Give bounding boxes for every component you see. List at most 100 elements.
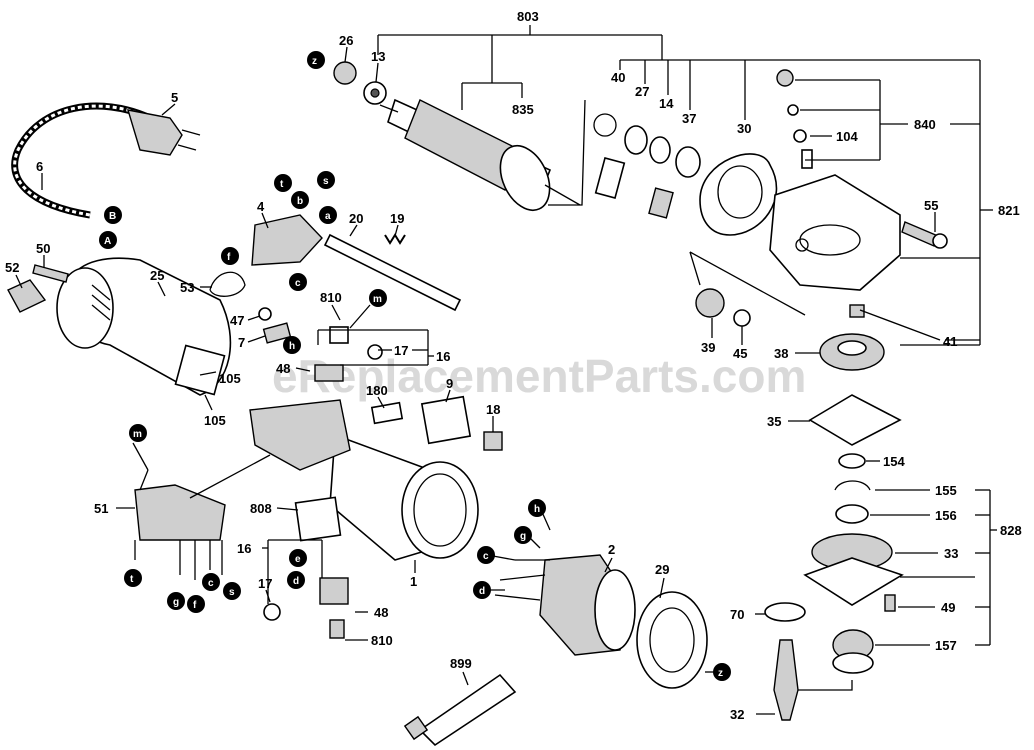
svg-text:g: g: [173, 597, 179, 608]
part-label-810-top: 810: [320, 290, 342, 305]
svg-text:e: e: [295, 554, 301, 565]
part-label-27: 27: [635, 84, 649, 99]
power-cord: [11, 102, 152, 219]
bearing-27: [624, 125, 648, 155]
svg-text:f: f: [193, 600, 197, 611]
part-label-48-bottom: 48: [374, 605, 388, 620]
part-label-52: 52: [5, 260, 19, 275]
spindle-32: [773, 639, 799, 721]
washer-70: [764, 602, 806, 622]
part-label-13: 13: [371, 49, 385, 64]
marker-t-left: t: [124, 569, 142, 587]
part-label-17-top: 17: [394, 343, 408, 358]
bearing-37: [675, 146, 701, 178]
spring-19: [384, 233, 406, 245]
screw-50: [32, 264, 69, 283]
watermark-text: eReplacementParts.com: [272, 350, 806, 402]
screw-55: [901, 221, 939, 247]
lever-20: [323, 233, 462, 312]
part-label-48-top: 48: [276, 361, 290, 376]
marker-d-left: d: [287, 571, 305, 589]
part-label-49: 49: [941, 600, 955, 615]
marker-s-left: s: [223, 582, 241, 600]
end-cap-29: [636, 591, 708, 689]
label-9: [420, 395, 472, 445]
part-label-39: 39: [701, 340, 715, 355]
part-label-155: 155: [935, 483, 957, 498]
part-label-17-bottom: 17: [258, 576, 272, 591]
svg-text:a: a: [325, 211, 331, 222]
marker-z-bottom: z: [713, 663, 731, 681]
bearing-14: [649, 136, 671, 164]
marker-c-right: c: [477, 546, 495, 564]
marker-g-left: g: [167, 592, 185, 610]
nut-45: [733, 309, 751, 327]
svg-text:c: c: [483, 551, 489, 562]
marker-t-top: t: [274, 174, 292, 192]
bearing-156: [835, 504, 869, 524]
svg-text:s: s: [323, 176, 329, 187]
field-housing-1: [249, 399, 479, 561]
part-label-4: 4: [257, 199, 265, 214]
power-cord-inner: [13, 104, 151, 217]
part-label-25: 25: [150, 268, 164, 283]
part-label-40: 40: [611, 70, 625, 85]
brush-holder-4: [251, 214, 323, 266]
marker-h-top: h: [283, 336, 301, 354]
marker-d-right: d: [473, 581, 491, 599]
marker-a: a: [319, 206, 337, 224]
svg-text:m: m: [373, 294, 382, 305]
svg-text:d: d: [479, 586, 485, 597]
fan-26: [333, 61, 357, 85]
part-label-32: 32: [730, 707, 744, 722]
svg-text:s: s: [229, 587, 235, 598]
marker-h-right: h: [528, 499, 546, 517]
svg-text:m: m: [133, 429, 142, 440]
marker-f-left: f: [187, 595, 205, 613]
bracket-52: [7, 279, 47, 313]
part-label-105-a: 105: [219, 371, 241, 386]
svg-text:t: t: [280, 179, 284, 190]
label-180: [370, 401, 404, 425]
svg-text:g: g: [520, 531, 526, 542]
part-label-803: 803: [517, 9, 539, 24]
motor-housing-25: [56, 257, 232, 396]
svg-text:B: B: [109, 211, 116, 222]
svg-text:b: b: [297, 196, 303, 207]
marker-b: b: [291, 191, 309, 209]
grease-tube-899: [418, 673, 517, 747]
part-label-53: 53: [180, 280, 194, 295]
marker-m-left: m: [129, 424, 147, 442]
part-label-156: 156: [935, 508, 957, 523]
part-label-2: 2: [608, 542, 615, 557]
part-label-180: 180: [366, 383, 388, 398]
svg-text:d: d: [293, 576, 299, 587]
svg-text:h: h: [289, 341, 295, 352]
part-label-810-bottom: 810: [371, 633, 393, 648]
retaining-ring-40: [593, 113, 617, 137]
ring-155: [834, 480, 871, 491]
part-label-14: 14: [659, 96, 674, 111]
part-label-35: 35: [767, 414, 781, 429]
marker-g-right: g: [514, 526, 532, 544]
field-coil-2: [494, 554, 636, 656]
part-label-26: 26: [339, 33, 353, 48]
marker-m-top: m: [369, 289, 387, 307]
bearing-154: [838, 453, 866, 469]
svg-text:t: t: [130, 574, 134, 585]
part-label-104: 104: [836, 129, 858, 144]
part-label-105-b: 105: [204, 413, 226, 428]
gasket-35: [808, 394, 902, 446]
part-label-157: 157: [935, 638, 957, 653]
svg-text:c: c: [295, 278, 301, 289]
svg-text:A: A: [104, 236, 111, 247]
part-label-47: 47: [230, 313, 244, 328]
part-label-37: 37: [682, 111, 696, 126]
part-label-29: 29: [655, 562, 669, 577]
pinion-39: [695, 288, 725, 318]
plug: [126, 109, 183, 156]
marker-A: A: [99, 231, 117, 249]
module-51: [134, 484, 226, 541]
marker-f-top: f: [221, 247, 239, 265]
